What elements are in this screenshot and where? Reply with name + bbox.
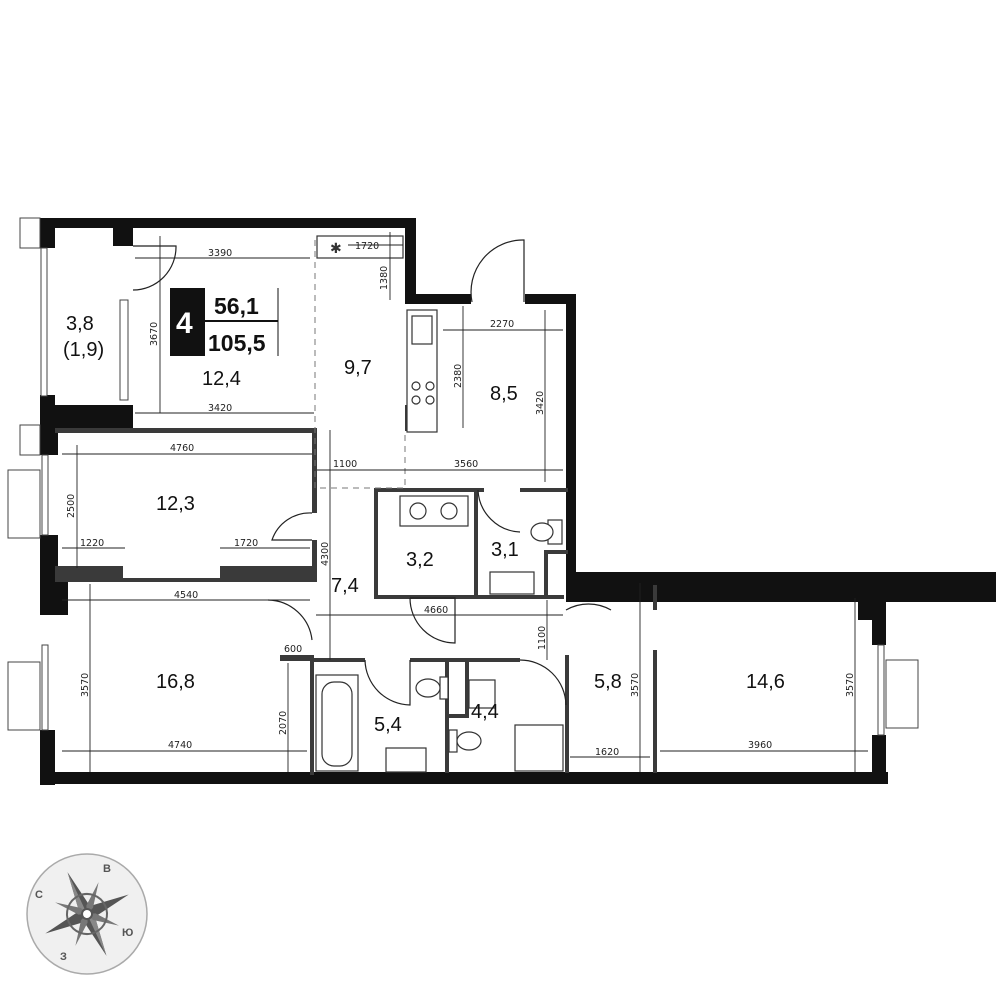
dim-label: 3390 [208, 248, 232, 259]
compass-east: В [103, 863, 111, 875]
area-shower-room: 4,4 [471, 701, 499, 723]
area-corridor: 7,4 [331, 575, 359, 597]
compass-rose: С В Ю З [26, 853, 148, 975]
area-balcony-reduced: (1,9) [63, 339, 104, 361]
dimension-labels: 3390 1720 1380 3670 3420 2270 2380 3420 … [66, 241, 856, 758]
dim-label: 1380 [379, 266, 390, 290]
dimension-lines [62, 232, 868, 772]
dim-label: 3570 [80, 673, 91, 697]
apartment-badge: 4 56,1 105,5 [170, 288, 279, 356]
area-bedroom-e: 14,6 [746, 671, 785, 693]
dim-label: 1220 [80, 538, 104, 549]
living-area: 56,1 [214, 293, 259, 319]
svg-text:✱: ✱ [330, 240, 342, 256]
area-wc-small: 3,1 [491, 539, 519, 561]
dim-label: 4740 [168, 740, 192, 751]
dim-label: 3420 [208, 403, 232, 414]
zone-boundary [314, 240, 406, 489]
dim-label: 3570 [845, 673, 856, 697]
dim-label: 2070 [278, 711, 289, 735]
dim-label: 3560 [454, 459, 478, 470]
outer-walls [40, 218, 996, 785]
dim-label: 1100 [333, 459, 357, 470]
dim-label: 2380 [453, 364, 464, 388]
area-kitchen: 9,7 [344, 357, 372, 379]
total-area: 105,5 [208, 330, 266, 356]
dim-label: 1720 [355, 241, 379, 252]
dim-label: 1720 [234, 538, 258, 549]
dim-label: 4300 [320, 542, 331, 566]
room-area-labels: 3,8 (1,9) 12,4 9,7 8,5 12,3 3,2 3,1 7,4 … [63, 313, 785, 736]
doors[interactable] [132, 239, 612, 706]
compass-west: З [60, 951, 67, 963]
dim-label: 4660 [424, 605, 448, 616]
dim-label: 1100 [537, 626, 548, 650]
area-bedroom-sw: 16,8 [156, 671, 195, 693]
compass-star-icon [45, 872, 129, 956]
dim-label: 4540 [174, 590, 198, 601]
rooms-count-box [170, 288, 205, 356]
dim-label: 2500 [66, 494, 77, 518]
area-bathroom: 5,4 [374, 714, 402, 736]
dim-label: 2270 [490, 319, 514, 330]
area-bedroom-ne: 8,5 [490, 383, 518, 405]
compass-south: Ю [122, 927, 133, 939]
dim-label: 1620 [595, 747, 619, 758]
area-living-room: 12,4 [202, 368, 241, 390]
area-bedroom-w: 12,3 [156, 493, 195, 515]
rooms-count: 4 [176, 307, 193, 340]
dim-label: 3570 [630, 673, 641, 697]
dim-label: 4760 [170, 443, 194, 454]
dim-label: 3960 [748, 740, 772, 751]
area-balcony: 3,8 [66, 313, 94, 335]
dim-label: 600 [284, 644, 302, 655]
compass-north: С [35, 889, 43, 901]
area-hall: 5,8 [594, 671, 622, 693]
dim-label: 3670 [149, 322, 160, 346]
area-storage: 3,2 [406, 549, 434, 571]
windows[interactable] [7, 217, 919, 736]
fixtures: ✱ [315, 235, 564, 773]
dim-label: 3420 [535, 391, 546, 415]
